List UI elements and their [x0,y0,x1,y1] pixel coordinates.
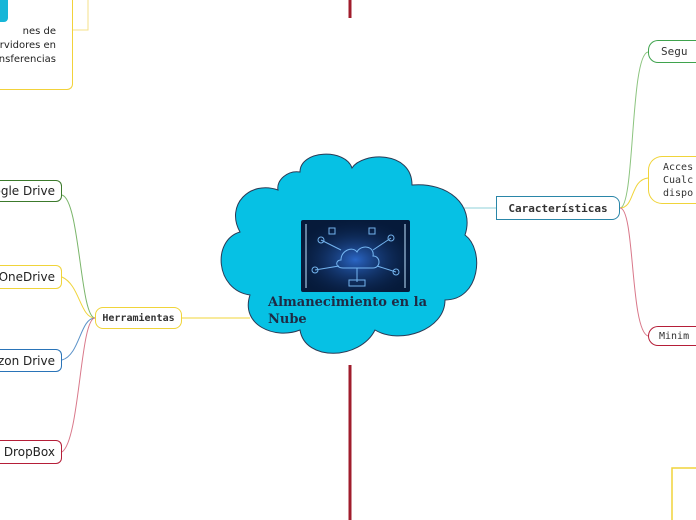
herramientas-label: Herramientas [102,312,175,324]
tool-onedrive[interactable]: OneDrive [0,265,62,289]
tool-label: OneDrive [0,270,55,284]
central-topic-title[interactable]: Almanecimiento en la Nube [268,295,428,327]
caracteristicas-node[interactable]: Características [496,196,620,220]
feature-acceso[interactable]: Acces Cualc dispo [648,156,696,204]
tool-label: azon Drive [0,353,55,368]
feature-label: Segu [661,45,688,58]
note-icon [0,0,8,22]
tool-label: DropBox [3,445,55,459]
feature-label: Minim [659,330,690,342]
tool-dropbox[interactable]: DropBox [0,440,62,464]
tool-label: oogle Drive [0,184,55,198]
herramientas-node[interactable]: Herramientas [95,307,182,329]
cloud-technology-image [301,220,410,292]
caracteristicas-label: Características [508,201,608,215]
tool-google-drive[interactable]: oogle Drive [0,180,62,202]
feature-minimo[interactable]: Minim [648,326,696,346]
tool-amazon-drive[interactable]: azon Drive [0,349,62,372]
feature-acceso-text: Acces Cualc dispo [663,161,694,199]
feature-seguridad[interactable]: Segu [648,40,696,63]
